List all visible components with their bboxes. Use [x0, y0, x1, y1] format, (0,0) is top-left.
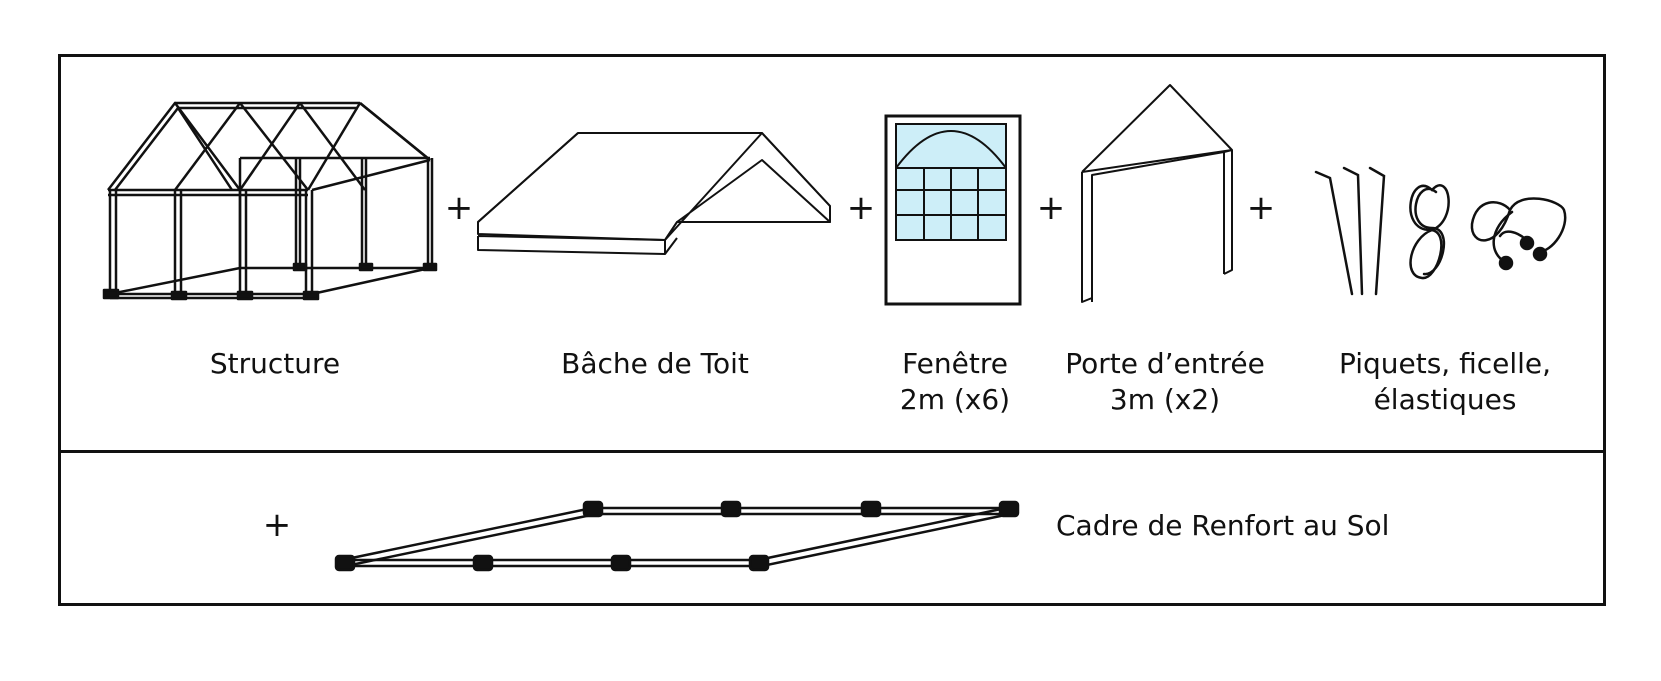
window-panel-icon	[884, 114, 1022, 306]
entrance-door-icon	[1081, 84, 1233, 303]
tent-frame-icon	[102, 101, 438, 301]
plus-sign-2: +	[846, 188, 876, 228]
plus-sign-4: +	[1246, 188, 1276, 228]
plus-sign-5: +	[262, 505, 292, 545]
label-stakes-line2: élastiques	[1373, 383, 1517, 416]
label-door-line1: Porte d’entrée	[1065, 347, 1265, 380]
label-door: Porte d’entrée 3m (x2)	[1040, 346, 1290, 418]
label-ground-frame-text: Cadre de Renfort au Sol	[1056, 509, 1390, 542]
plus-sign-1: +	[444, 188, 474, 228]
label-roof-cover-text: Bâche de Toit	[561, 347, 749, 380]
label-window-line1: Fenêtre	[902, 347, 1008, 380]
stakes-rope-bungee-icon	[1314, 166, 1567, 296]
label-structure: Structure	[160, 346, 390, 382]
label-ground-frame: Cadre de Renfort au Sol	[1056, 508, 1446, 544]
roof-cover-icon	[477, 132, 831, 255]
section-divider	[61, 450, 1603, 453]
plus-sign-3: +	[1036, 188, 1066, 228]
label-door-line2: 3m (x2)	[1109, 383, 1221, 416]
label-stakes: Piquets, ficelle, élastiques	[1310, 346, 1580, 418]
label-window: Fenêtre 2m (x6)	[870, 346, 1040, 418]
ground-reinforcement-frame-icon	[334, 500, 1020, 572]
label-stakes-line1: Piquets, ficelle,	[1338, 347, 1552, 380]
components-panel	[58, 54, 1606, 606]
label-structure-text: Structure	[209, 347, 341, 380]
label-window-line2: 2m (x6)	[899, 383, 1011, 416]
label-roof-cover: Bâche de Toit	[530, 346, 780, 382]
